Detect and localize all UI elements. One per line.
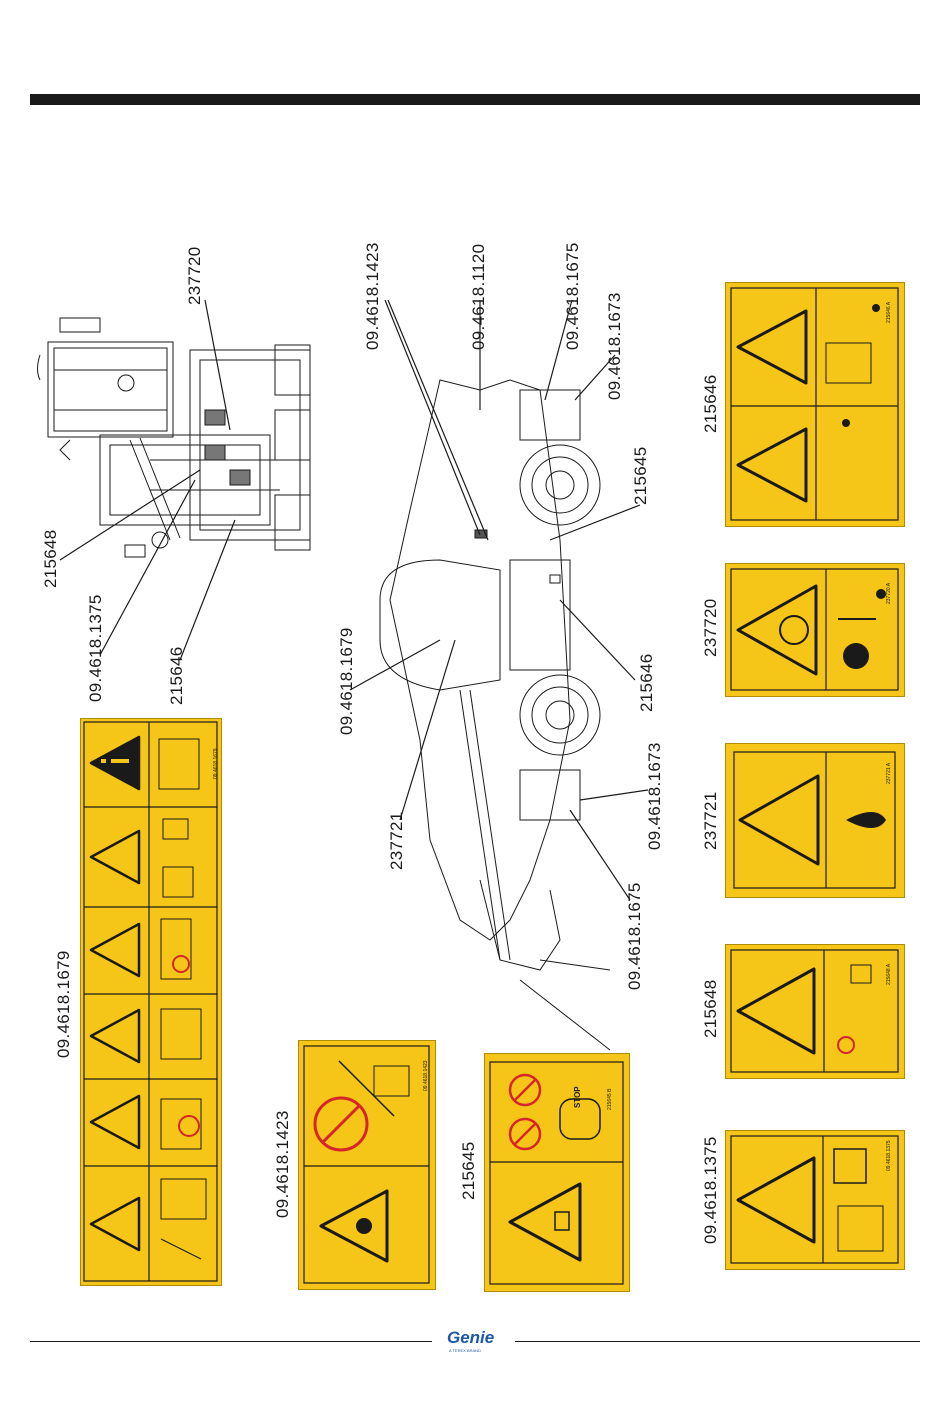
decal-09-4618-1375-panels — [730, 1135, 899, 1264]
callout-side-09-4618-1120: 09.4618.1120 — [469, 243, 488, 350]
callout-side-215645: 215645 — [631, 446, 650, 505]
callout-side-215646: 215646 — [637, 653, 656, 712]
decal-label-09-4618-1679: 09.4618.1679 — [54, 950, 73, 1058]
decal-237721: 237721 A — [725, 743, 905, 898]
callout-side-09-4618-1673: 09.4618.1673 — [605, 292, 624, 400]
decal-code: 09.4618.1679 — [213, 748, 219, 779]
decal-label-215646: 215646 — [701, 374, 720, 433]
decal-label-237720: 237720 — [701, 598, 720, 657]
decal-237720-panels — [730, 568, 899, 691]
decal-215645-panels — [489, 1061, 624, 1285]
decal-237721-panels — [733, 751, 896, 889]
decal-237720: 237720 A — [725, 563, 905, 697]
decal-09-4618-1423-panels — [303, 1045, 430, 1284]
decal-215648-panels — [730, 949, 899, 1073]
decal-code: 09.4618.1423 — [423, 1060, 429, 1091]
decal-09-4618-1679-panels — [83, 721, 218, 1282]
decal-code: 215648 A — [886, 963, 892, 985]
callout-side-09-4618-1423: 09.4618.1423 — [363, 242, 382, 350]
decal-215648: 215648 A — [725, 944, 905, 1079]
decal-code: 215645 B — [607, 1088, 613, 1110]
decal-code: 237721 A — [886, 762, 892, 784]
decal-09-4618-1679: 09.4618.1679 — [80, 718, 222, 1286]
genie-tagline: A TEREX BRAND — [449, 1348, 481, 1353]
decal-09-4618-1375: 09.4618.1375 — [725, 1130, 905, 1270]
decal-label-237721: 237721 — [701, 791, 720, 850]
callout-side-09-4618-1679: 09.4618.1679 — [337, 627, 356, 735]
decal-215646: 215646 A — [725, 282, 905, 527]
top-rule — [30, 94, 920, 105]
decal-09-4618-1423: 09.4618.1423 — [298, 1040, 436, 1290]
callout-side-09-4618-1675-b: 09.4618.1675 — [625, 882, 644, 990]
decal-label-215645: 215645 — [459, 1141, 478, 1200]
decal-215645: STOP 215645 B — [484, 1053, 630, 1292]
decal-code: 215646 A — [886, 301, 892, 323]
decal-label-09-4618-1423: 09.4618.1423 — [273, 1110, 292, 1218]
callout-side-09-4618-1673-b: 09.4618.1673 — [645, 742, 664, 850]
decal-code: 09.4618.1375 — [886, 1140, 892, 1171]
footer-rule-right — [515, 1341, 920, 1342]
genie-logo: Genie — [447, 1328, 495, 1347]
decal-label-09-4618-1375: 09.4618.1375 — [701, 1136, 720, 1244]
machine-top-view-diagram — [37, 317, 311, 558]
callout-side-09-4618-1675: 09.4618.1675 — [563, 242, 582, 350]
stop-sign-text: STOP — [573, 1086, 582, 1108]
decal-215646-panels — [730, 287, 899, 521]
machine-side-view-diagram — [379, 379, 611, 1051]
footer-rule-left — [30, 1341, 432, 1342]
decal-label-215648: 215648 — [701, 979, 720, 1038]
decal-code: 237720 A — [886, 582, 892, 604]
callout-side-237721: 237721 — [387, 811, 406, 870]
